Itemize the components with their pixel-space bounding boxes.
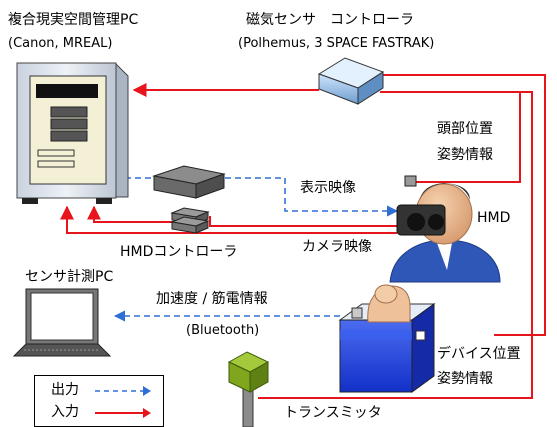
head-pose-label-line1: 頭部位置 <box>437 121 493 137</box>
hmd-to-hmdctrl-line <box>209 216 397 227</box>
head-sensor-line <box>410 92 521 183</box>
sensor-controller-subtitle-label: (Polhemus, 3 SPACE FASTRAK) <box>238 36 435 51</box>
legend-input-line <box>95 408 151 418</box>
sensor-right-bus-line <box>380 74 546 336</box>
head-sensor <box>404 175 417 187</box>
mr-pc-tower <box>16 62 129 204</box>
hmd-controller-label: HMDコントローラ <box>120 244 238 260</box>
legend-output-line <box>95 386 151 396</box>
magnetic-sensor-controller <box>317 57 385 105</box>
transmitter-device <box>227 351 270 427</box>
camera-video-label: カメラ映像 <box>302 239 372 255</box>
video-box <box>152 165 226 199</box>
device-pose-label-line1: デバイス位置 <box>437 346 521 362</box>
sensor-pc-label: センサ計測PC <box>25 269 114 285</box>
pc-title-label: 複合現実空間管理PC <box>8 12 139 28</box>
hmd-label: HMD <box>477 210 511 226</box>
sensor-controller-title-label: 磁気センサ コントローラ <box>246 12 414 28</box>
bluetooth-label: (Bluetooth) <box>186 323 260 338</box>
display-video-label: 表示映像 <box>300 180 356 196</box>
hmdctrl-to-pc-line <box>87 205 178 223</box>
accel-emg-label: 加速度 / 筋電情報 <box>156 291 268 307</box>
legend-input-label: 入力 <box>51 404 79 420</box>
wrist-sensor <box>351 307 363 319</box>
user-with-hmd <box>389 175 501 283</box>
head-pose-label-line2: 姿勢情報 <box>437 147 493 163</box>
legend: 出力 入力 <box>34 375 164 427</box>
sensor-to-transmitter-line <box>258 91 533 399</box>
device-pose-label-line2: 姿勢情報 <box>437 371 493 387</box>
camera-to-pc-line <box>60 205 397 234</box>
pc-subtitle-label: (Canon, MREAL) <box>8 36 113 51</box>
sensor-pc-laptop <box>12 288 112 357</box>
transmitter-label: トランスミッタ <box>284 405 382 421</box>
device-water-tank <box>338 284 436 393</box>
legend-output-label: 出力 <box>51 382 79 398</box>
hmd-controller-device <box>170 207 210 234</box>
tank-sensor <box>415 330 426 341</box>
